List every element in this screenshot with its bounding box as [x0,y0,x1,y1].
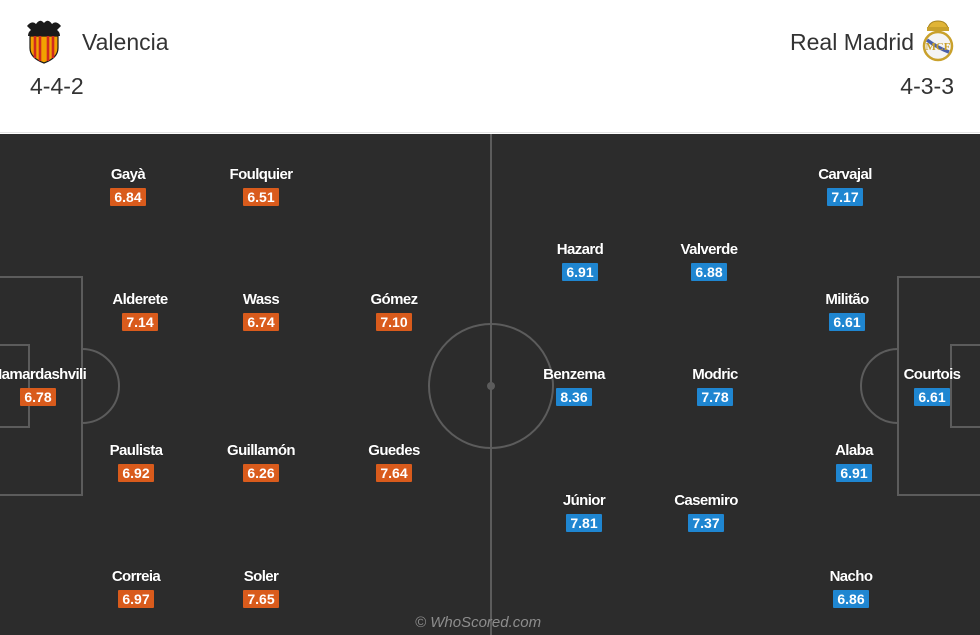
player-name[interactable]: Gayà [110,166,146,183]
player-rating-badge: 7.37 [688,514,724,532]
player-name[interactable]: Mamardashvili [0,366,87,383]
player-name[interactable]: Alaba [835,442,873,459]
home-player-soler[interactable]: Soler 7.65 [206,568,316,609]
home-team-name[interactable]: Valencia [82,29,169,55]
player-name[interactable]: Modric [692,366,738,383]
player-name[interactable]: Casemiro [674,492,738,509]
player-name[interactable]: Foulquier [229,166,294,183]
home-player-mamardashvili[interactable]: Mamardashvili 6.78 [0,366,93,407]
player-rating-badge: 6.26 [243,464,279,482]
player-name[interactable]: Benzema [543,366,605,383]
away-player-militao[interactable]: Militão 6.61 [792,291,902,332]
away-player-junior[interactable]: Júnior 7.81 [529,492,639,533]
player-name[interactable]: Alderete [112,291,168,308]
player-rating-badge: 6.61 [914,388,950,406]
player-name[interactable]: Courtois [903,366,961,383]
player-rating-badge: 6.61 [829,313,865,331]
player-rating-badge: 6.84 [110,188,146,206]
away-player-nacho[interactable]: Nacho 6.86 [796,568,906,609]
player-rating-badge: 6.86 [833,590,869,608]
away-team-name[interactable]: Real Madrid [790,29,914,55]
home-player-alderete[interactable]: Alderete 7.14 [85,291,195,332]
away-player-modric[interactable]: Modric 7.78 [660,366,770,407]
home-player-gomez[interactable]: Gómez 7.10 [339,291,449,332]
home-player-guillamon[interactable]: Guillamón 6.26 [206,442,316,483]
player-rating-badge: 7.65 [243,590,279,608]
player-rating-badge: 6.91 [562,263,598,281]
player-name[interactable]: Paulista [109,442,163,459]
player-name[interactable]: Militão [825,291,869,308]
home-player-guedes[interactable]: Guedes 7.64 [339,442,449,483]
away-formation: 4-3-3 [900,73,954,99]
home-player-gaya[interactable]: Gayà 6.84 [73,166,183,207]
valencia-crest-icon[interactable] [24,18,64,64]
watermark: © WhoScored.com [415,614,542,631]
home-player-paulista[interactable]: Paulista 6.92 [81,442,191,483]
player-rating-badge: 7.17 [827,188,863,206]
player-rating-badge: 7.64 [376,464,412,482]
player-name[interactable]: Carvajal [818,166,872,183]
player-rating-badge: 6.88 [691,263,727,281]
player-name[interactable]: Gómez [370,291,418,308]
home-player-foulquier[interactable]: Foulquier 6.51 [206,166,316,207]
away-player-casemiro[interactable]: Casemiro 7.37 [651,492,761,533]
real-madrid-crest-icon[interactable]: MCF [918,18,958,64]
player-name[interactable]: Nacho [829,568,873,585]
pitch-markings [0,134,980,635]
away-player-courtois[interactable]: Courtois 6.61 [877,366,980,407]
player-name[interactable]: Soler [243,568,279,585]
player-rating-badge: 6.74 [243,313,279,331]
player-name[interactable]: Wass [242,291,280,308]
away-player-alaba[interactable]: Alaba 6.91 [799,442,909,483]
svg-text:MCF: MCF [925,41,950,53]
pitch [0,134,980,635]
player-rating-badge: 6.97 [118,590,154,608]
player-name[interactable]: Guillamón [227,442,296,459]
away-player-hazard[interactable]: Hazard 6.91 [525,241,635,282]
home-player-wass[interactable]: Wass 6.74 [206,291,316,332]
away-player-valverde[interactable]: Valverde 6.88 [654,241,764,282]
player-rating-badge: 7.81 [566,514,602,532]
player-name[interactable]: Hazard [556,241,604,258]
player-rating-badge: 7.14 [122,313,158,331]
player-rating-badge: 7.10 [376,313,412,331]
away-player-benzema[interactable]: Benzema 8.36 [519,366,629,407]
player-rating-badge: 6.78 [20,388,56,406]
player-name[interactable]: Júnior [562,492,606,509]
match-header: Valencia 4-4-2 Real Madrid 4-3-3 MCF [0,0,980,133]
player-name[interactable]: Correia [111,568,161,585]
player-rating-badge: 7.78 [697,388,733,406]
home-player-correia[interactable]: Correia 6.97 [81,568,191,609]
player-rating-badge: 8.36 [556,388,592,406]
away-player-carvajal[interactable]: Carvajal 7.17 [790,166,900,207]
player-rating-badge: 6.92 [118,464,154,482]
player-name[interactable]: Guedes [368,442,420,459]
player-rating-badge: 6.51 [243,188,279,206]
player-rating-badge: 6.91 [836,464,872,482]
home-formation: 4-4-2 [30,73,84,99]
player-name[interactable]: Valverde [680,241,739,258]
